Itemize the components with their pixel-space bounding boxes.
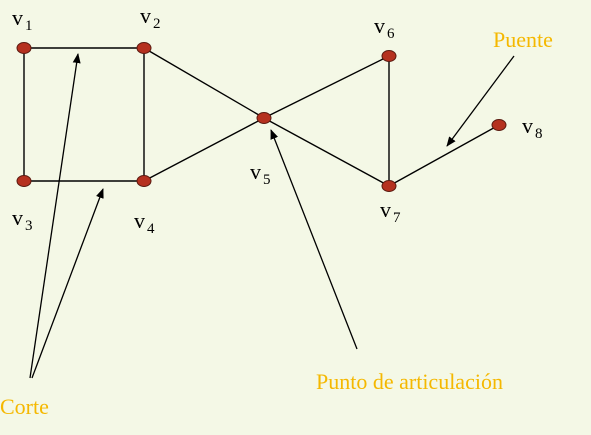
articulation-point-arrow xyxy=(270,129,358,350)
annotation-arrows xyxy=(29,53,515,379)
vertex-v6 xyxy=(381,50,397,62)
edge-v5-v6 xyxy=(263,55,390,119)
edge-v2-v5 xyxy=(143,47,265,119)
vertex-v4 xyxy=(136,175,152,187)
cut-arrow-bottom xyxy=(31,188,104,379)
edges xyxy=(23,47,500,187)
edge-v4-v5 xyxy=(143,117,265,182)
vertex-v1 xyxy=(16,42,32,54)
vertex-v5 xyxy=(256,112,272,124)
cut-arrow-top xyxy=(29,53,81,379)
edge-v7-v8 xyxy=(388,124,500,187)
vertex-v7 xyxy=(381,180,397,192)
vertex-v2 xyxy=(136,42,152,54)
vertex-v3 xyxy=(16,175,32,187)
vertices xyxy=(16,42,507,192)
vertex-v8 xyxy=(491,119,507,131)
cut-annotation: Corte xyxy=(0,394,49,419)
bridge-arrow xyxy=(446,55,515,147)
bridge-annotation: Puente xyxy=(493,27,553,52)
articulation-point-annotation: Punto de articulación xyxy=(316,369,503,394)
edge-v5-v7 xyxy=(263,117,390,187)
